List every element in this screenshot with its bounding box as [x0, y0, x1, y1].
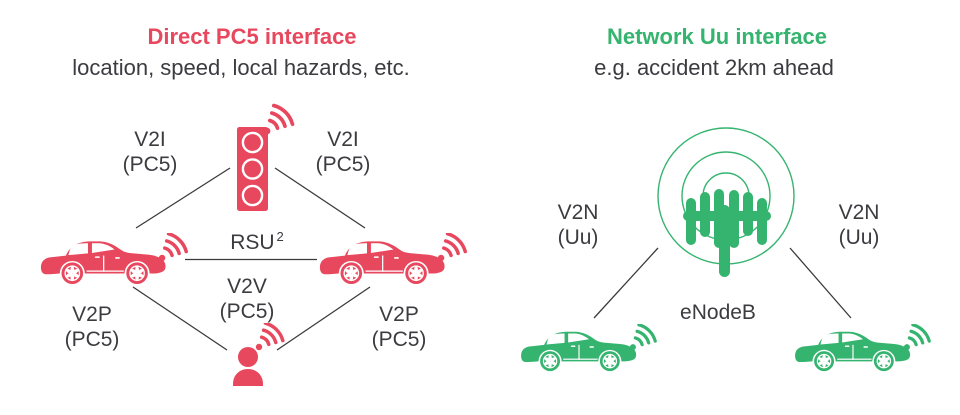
- interface-type: (PC5): [315, 153, 371, 176]
- interface-type: (PC5): [219, 300, 275, 323]
- link-type: V2N: [838, 201, 880, 224]
- interface-type: (Uu): [838, 226, 880, 249]
- link-v2p-left: [132, 286, 228, 351]
- label-enodeb: eNodeB: [680, 301, 756, 324]
- panel-title: Direct PC5 interface: [147, 24, 357, 49]
- link-v2n-right: [789, 247, 852, 319]
- label-v2i-left: V2I (PC5): [123, 127, 178, 177]
- link-type: V2I: [134, 128, 166, 151]
- rsu-text: RSU: [230, 231, 275, 254]
- cell-tower-icon: [683, 189, 771, 277]
- link-type: V2P: [379, 303, 419, 326]
- panel-title: Network Uu interface: [606, 24, 828, 49]
- car-icon: [793, 324, 933, 372]
- rsu-footnote: 2: [276, 229, 284, 244]
- label-v2p-right: V2P (PC5): [372, 302, 427, 352]
- link-v2i-right: [274, 167, 366, 229]
- label-v2p-left: V2P (PC5): [65, 302, 120, 352]
- link-type: V2I: [327, 128, 359, 151]
- car-icon: [519, 324, 659, 372]
- link-type: V2P: [72, 303, 112, 326]
- label-v2n-right: V2N (Uu): [839, 200, 880, 250]
- panel-subtitle: e.g. accident 2km ahead: [594, 55, 834, 80]
- link-v2n-left: [593, 247, 659, 319]
- link-type: V2V: [227, 275, 267, 298]
- interface-type: (PC5): [371, 328, 427, 351]
- interface-type: (PC5): [64, 328, 120, 351]
- link-type: V2N: [557, 201, 599, 224]
- interface-type: (Uu): [557, 226, 599, 249]
- panel-subtitle: location, speed, local hazards, etc.: [72, 55, 410, 80]
- label-v2i-right: V2I (PC5): [316, 127, 371, 177]
- link-v2p-right: [276, 286, 371, 351]
- label-v2v: V2V (PC5): [220, 274, 275, 324]
- interface-type: (PC5): [122, 153, 178, 176]
- label-v2n-left: V2N (Uu): [558, 200, 599, 250]
- link-v2i-left: [135, 167, 231, 229]
